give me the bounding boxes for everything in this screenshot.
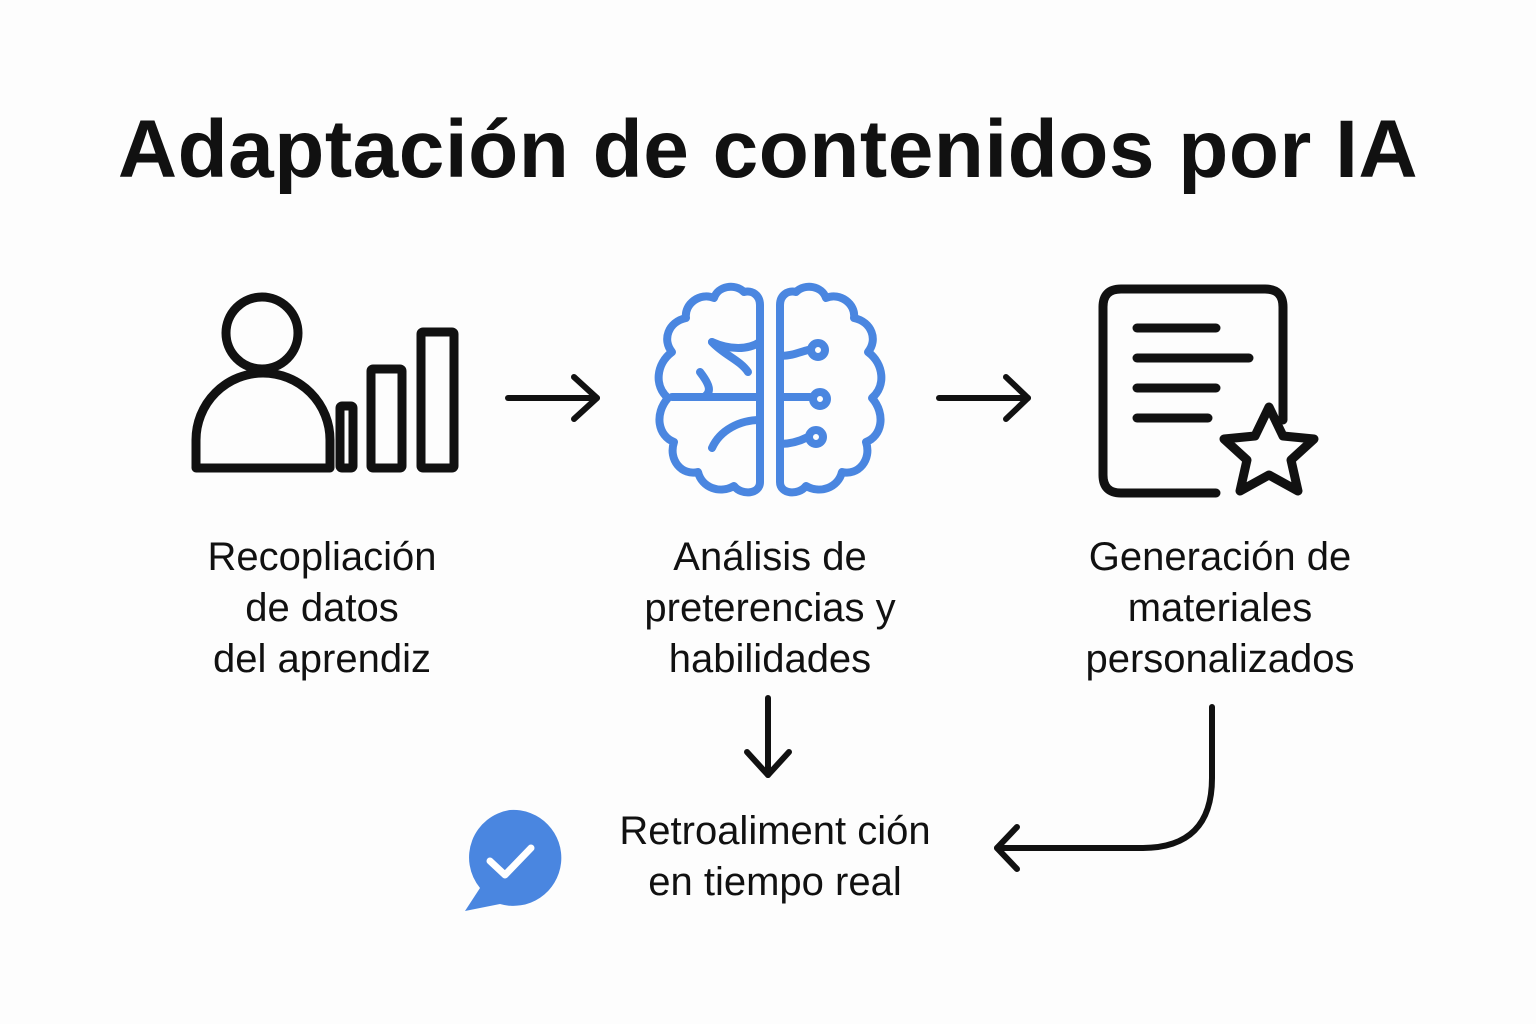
- page-title: Adaptación de contenidos por IA: [117, 104, 1419, 195]
- step-collect-line: Recopliación: [207, 535, 437, 579]
- step-generation-label: Generación de materiales personalizados: [1040, 532, 1400, 685]
- step-analysis-label: Análisis de preterencias y habilidades: [600, 532, 940, 685]
- step-generation-line: materiales: [1127, 586, 1313, 630]
- document-outline: [1098, 284, 1288, 498]
- step-generation-line: personalizados: [1085, 637, 1355, 681]
- learner-data-icon: [191, 292, 459, 473]
- bar-small: [335, 401, 358, 473]
- arrow-right-icon: [936, 374, 1031, 422]
- step-analysis-line: Análisis de: [673, 535, 867, 579]
- bar-tall: [416, 327, 459, 473]
- bar-medium: [366, 364, 407, 473]
- step-feedback-line: en tiempo real: [648, 860, 902, 904]
- chat-check-icon: [465, 809, 562, 911]
- document-star-icon: [1098, 284, 1319, 498]
- step-analysis-line: preterencias y: [644, 586, 896, 630]
- step-generation-line: Generación de: [1088, 535, 1352, 579]
- arrow-right-icon: [505, 374, 600, 422]
- brain-left-hemisphere: [654, 282, 764, 497]
- brain-right-hemisphere: [776, 282, 886, 497]
- learner-head: [221, 292, 303, 374]
- step-analysis-line: habilidades: [668, 637, 872, 681]
- step-feedback-label: Retroaliment ción en tiempo real: [580, 806, 970, 908]
- star-shape: [1219, 402, 1319, 496]
- arrow-curved-left-icon: [994, 704, 1215, 872]
- learner-body: [191, 368, 335, 473]
- brain-icon: [654, 282, 886, 497]
- step-collect-line: del aprendiz: [213, 637, 431, 681]
- step-feedback-line: Retroaliment ción: [619, 809, 931, 853]
- arrow-down-icon: [744, 695, 792, 778]
- step-collect-label: Recopliación de datos del aprendiz: [162, 532, 482, 685]
- step-collect-line: de datos: [245, 586, 399, 630]
